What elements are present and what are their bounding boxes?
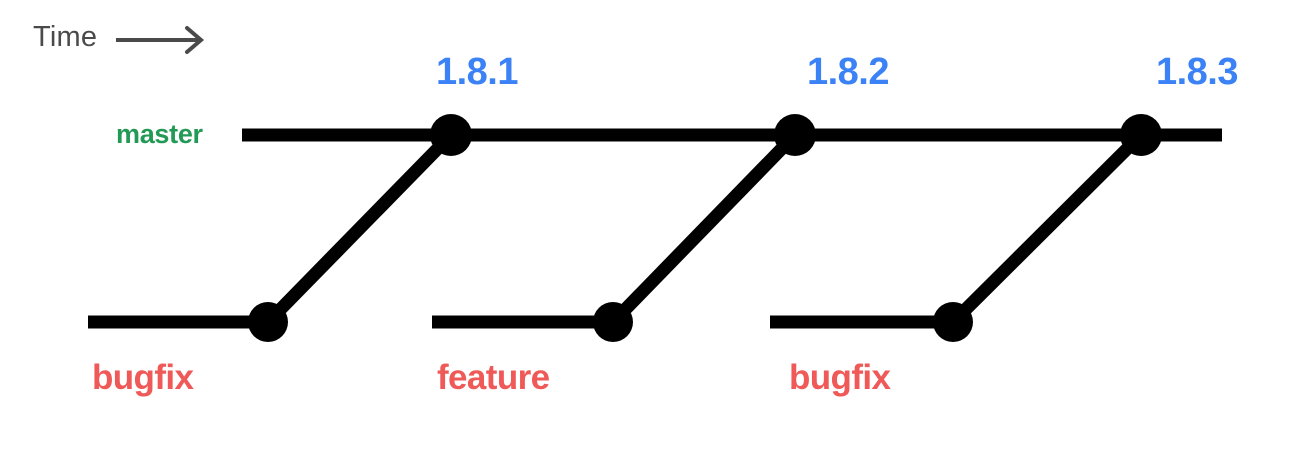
version-tag-1-8-2: 1.8.2 bbox=[806, 51, 890, 93]
commit-node-bugfix-1 bbox=[248, 302, 288, 342]
time-axis-label: Time bbox=[33, 21, 98, 53]
branch-label-feature: feature bbox=[437, 358, 550, 397]
merge-line-feature-to-1-8-2 bbox=[608, 130, 800, 327]
commit-node-1-8-3 bbox=[1120, 114, 1162, 156]
commit-node-feature bbox=[593, 302, 633, 342]
commit-node-1-8-2 bbox=[774, 114, 816, 156]
branch-label-bugfix-2: bugfix bbox=[789, 358, 891, 397]
commit-node-bugfix-2 bbox=[933, 302, 973, 342]
branch-label-bugfix-1: bugfix bbox=[92, 358, 194, 397]
master-branch-label: master bbox=[116, 119, 203, 149]
version-tag-1-8-1: 1.8.1 bbox=[435, 51, 519, 93]
commit-node-1-8-1 bbox=[430, 114, 472, 156]
merge-line-bugfix-2-to-1-8-3 bbox=[948, 130, 1146, 327]
version-tag-1-8-3: 1.8.3 bbox=[1155, 51, 1239, 93]
time-arrow-icon bbox=[116, 26, 205, 54]
merge-line-bugfix-1-to-1-8-1 bbox=[263, 130, 456, 327]
